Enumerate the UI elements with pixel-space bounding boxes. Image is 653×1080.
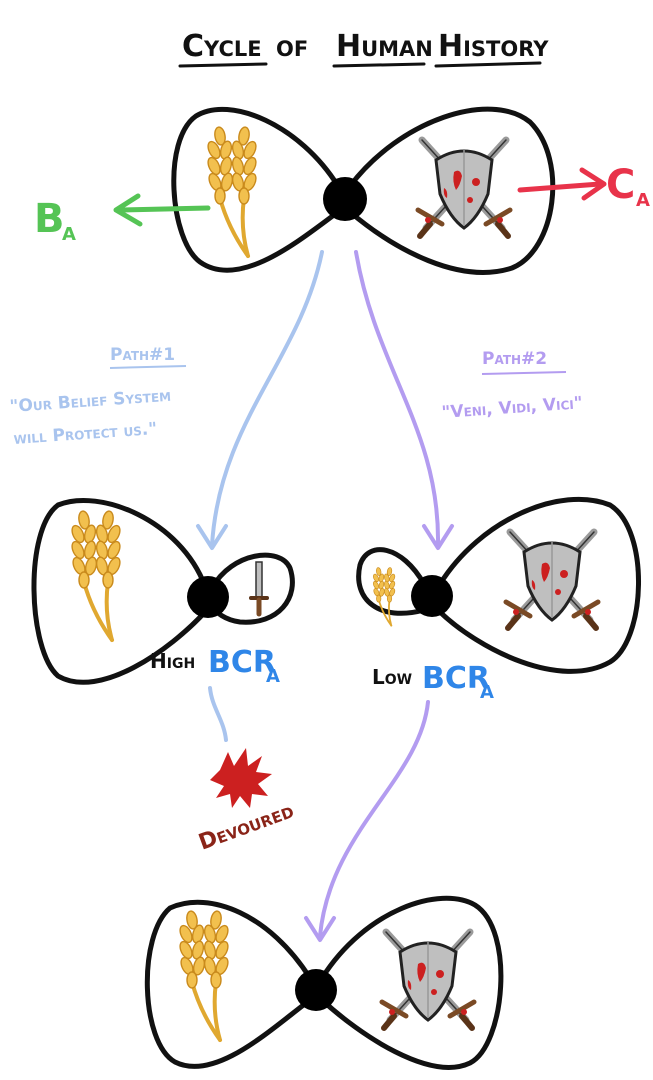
right-society-bowtie [356,496,641,674]
path1-arrow [196,250,324,550]
bottom-node [295,969,337,1011]
title-word-cycle: Cycle [182,29,262,64]
title-word-history: History [438,29,549,64]
title-underlines [178,61,542,68]
wheat-icon [203,124,261,258]
top-node [323,177,367,221]
dagger-icon [249,561,269,617]
label-b-sub: A [62,224,76,245]
devoured-label: Devoured [196,798,298,855]
diagram-title: Cycle of Human History [178,29,549,68]
path1-heading: Path#1 [110,345,175,365]
top-left-lobe [171,106,341,273]
devoured-branch: Devoured [196,686,298,856]
wheat-icon [67,508,125,642]
low-bcr-label: Low BCR A [372,661,494,703]
shield-swords-icon [506,532,598,628]
high-prefix: High [150,649,195,673]
path2-quote: "Veni, Vidi, Vici" [441,393,583,423]
path1-label: Path#1 "Our Belief System will Protect u… [9,345,187,449]
left-node [187,576,229,618]
small-wheat-icon [371,566,397,627]
label-c-sub: A [636,190,650,211]
title-word-of: of [276,29,308,64]
path1-quote-line1: "Our Belief System [9,386,172,417]
high-metric-sub: A [266,666,280,687]
low-metric-sub: A [480,682,494,703]
label-b: B [34,196,65,242]
conquest-continue-arrow [304,700,430,942]
shield-swords-icon [418,140,510,236]
left-small-lobe [209,552,295,625]
conquest-arrow: C A [517,162,650,211]
top-society-bowtie [171,106,556,275]
bottom-right-lobe [319,895,504,1070]
right-node [411,575,453,617]
high-bcr-label: High BCR A [150,645,280,687]
low-prefix: Low [372,665,412,689]
right-big-lobe [437,496,641,674]
path2-label: Path#2 "Veni, Vidi, Vici" [441,349,583,423]
blood-splat-icon [210,748,272,808]
left-society-bowtie [31,498,295,685]
belief-arrow: B A [34,193,211,245]
high-metric: BCR [208,645,276,680]
shield-swords-icon [382,932,474,1028]
bottom-left-lobe [144,899,313,1069]
title-word-human: Human [336,29,433,64]
left-big-lobe [31,498,208,685]
path1-quote-line2: will Protect us." [13,419,158,449]
wheat-icon [175,908,233,1042]
label-c: C [606,162,635,208]
path2-heading: Path#2 [482,349,547,369]
low-metric: BCR [422,661,490,696]
bottom-society-bowtie [144,895,504,1070]
path2-arrow [354,250,454,550]
